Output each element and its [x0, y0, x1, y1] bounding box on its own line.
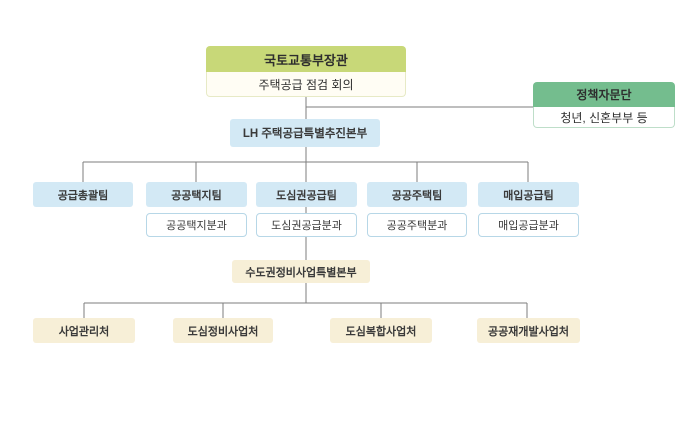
minister-title: 국토교통부장관: [206, 46, 406, 72]
subteam-public-housing: 공공주택분과: [367, 213, 467, 237]
minister-subtitle: 주택공급 점검 회의: [206, 72, 406, 97]
team-public-housing: 공공주택팀: [367, 182, 467, 207]
subteam-public-land: 공공택지분과: [146, 213, 247, 237]
advisory-subtitle: 청년, 신혼부부 등: [533, 107, 675, 128]
subteam-urban-core-supply: 도심권공급분과: [256, 213, 357, 237]
office-business-management: 사업관리처: [33, 318, 135, 343]
team-urban-core-supply: 도심권공급팀: [256, 182, 357, 207]
subteam-purchase-supply: 매입공급분과: [478, 213, 579, 237]
advisory-title: 정책자문단: [533, 82, 675, 107]
office-urban-improvement: 도심정비사업처: [173, 318, 273, 343]
team-purchase-supply: 매입공급팀: [478, 182, 579, 207]
team-public-land: 공공택지팀: [146, 182, 247, 207]
advisory-box: 정책자문단 청년, 신혼부부 등: [533, 82, 675, 128]
office-public-redevelopment: 공공재개발사업처: [477, 318, 580, 343]
lh-hq-box: LH 주택공급특별추진본부: [230, 119, 380, 147]
office-urban-complex: 도심복합사업처: [330, 318, 432, 343]
metro-hq-box: 수도권정비사업특별본부: [232, 260, 370, 283]
team-supply-general: 공급총괄팀: [33, 182, 133, 207]
minister-box: 국토교통부장관 주택공급 점검 회의: [206, 46, 406, 97]
